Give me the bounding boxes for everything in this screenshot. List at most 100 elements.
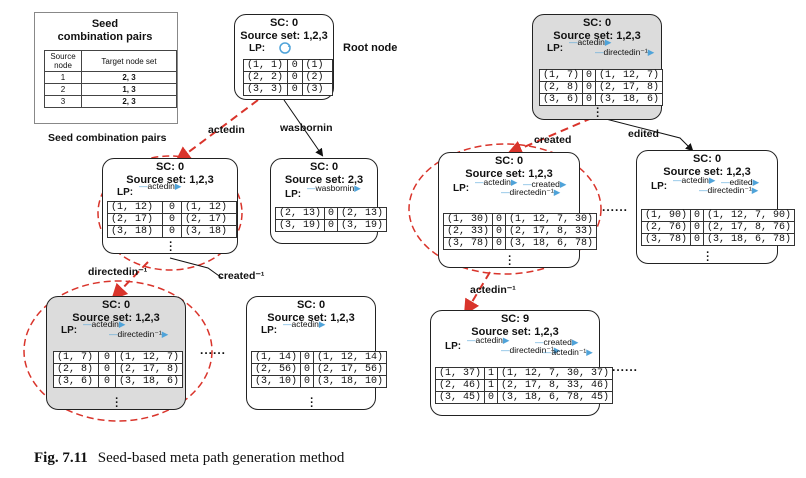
path-sequence: (2, 13) xyxy=(337,207,388,220)
path-count: 0 xyxy=(690,221,705,234)
path-sequence: (1) xyxy=(301,59,333,72)
edge-wasbornin xyxy=(283,99,324,157)
highlight-ellipse-created xyxy=(408,143,602,275)
path-row: (3, 19)0(3, 19) xyxy=(274,219,388,232)
path-row: (2, 56)0(2, 17, 56) xyxy=(250,363,388,376)
path-row: (1, 1)0(1) xyxy=(243,59,333,72)
lp-relation: —directedin⁻¹▶ xyxy=(501,187,561,197)
lp-relation: —actedin⁻¹▶ xyxy=(543,347,593,357)
path-row: (3, 45)0(3, 18, 6, 78, 45) xyxy=(434,391,614,404)
path-count: 1 xyxy=(484,379,499,392)
lp-relation: —created▶ xyxy=(535,337,579,347)
path-row: (2, 13)0(2, 13) xyxy=(274,207,388,220)
edge-label-created-inv: created⁻¹ xyxy=(218,270,265,282)
path-count: 0 xyxy=(690,233,705,246)
path-row: (1, 37)1(1, 12, 7, 30, 37) xyxy=(434,367,614,380)
path-sequence: (2, 17, 8, 33, 46) xyxy=(497,379,614,392)
path-table: (1, 14)0(1, 12, 14)(2, 56)0(2, 17, 56)(3… xyxy=(250,351,388,388)
path-sequence: (3, 18, 6, 78, 45) xyxy=(497,391,614,404)
edge-label-actedin: actedin xyxy=(208,124,245,136)
path-count: 0 xyxy=(582,69,597,82)
highlight-ellipse-actedin xyxy=(97,155,243,271)
path-row: (1, 30)0(1, 12, 7, 30) xyxy=(442,213,598,226)
path-pair: (1, 14) xyxy=(250,351,302,364)
edge-label-actedin-inv: actedin⁻¹ xyxy=(470,284,516,296)
path-sequence: (2, 17) xyxy=(181,213,237,226)
path-table: (1, 12)0(1, 12)(2, 17)0(2, 17)(3, 18)0(3… xyxy=(107,201,237,238)
path-row: (2, 8)0(2, 17, 8) xyxy=(53,363,184,376)
path-sequence: (3, 19) xyxy=(337,219,388,232)
path-table: (1, 90)0(1, 12, 7, 90)(2, 76)0(2, 17, 8,… xyxy=(640,209,796,246)
path-count: 0 xyxy=(484,391,499,404)
node-sc: SC: 0 xyxy=(101,299,131,311)
path-sequence: (2, 17, 8) xyxy=(595,81,664,94)
path-table: (1, 7)0(1, 12, 7)(2, 8)0(2, 17, 8)(3, 6)… xyxy=(53,351,184,388)
more-rows-indicator: ··· xyxy=(706,247,710,267)
path-count: 1 xyxy=(484,367,499,380)
path-sequence: (2) xyxy=(301,71,333,84)
path-sequence: (1, 12) xyxy=(181,201,237,214)
node-source-set: Source set: 1,2,3 xyxy=(267,312,355,324)
more-rows-indicator: ··· xyxy=(169,237,173,257)
path-count: 0 xyxy=(582,81,597,94)
path-count: 0 xyxy=(492,237,507,250)
path-pair: (2, 8) xyxy=(53,363,99,376)
lp-relation: —edited▶ xyxy=(721,177,760,187)
path-count: 0 xyxy=(300,351,315,364)
path-count: 0 xyxy=(287,71,303,84)
lp-relation: —wasbornin▶ xyxy=(307,183,361,193)
seed-target: 2, 3 xyxy=(81,95,177,108)
root-node-label: Root node xyxy=(343,42,398,54)
edge-actedin-inv xyxy=(463,271,491,316)
lp-relation: —actedin▶ xyxy=(569,37,612,47)
path-row: (1, 7)0(1, 12, 7) xyxy=(53,351,184,364)
path-row: (2, 17)0(2, 17) xyxy=(107,213,237,226)
figure-number: Fig. 7.11 xyxy=(34,450,88,466)
lp-relation: —actedin▶ xyxy=(283,319,326,329)
highlight-ellipse-directedin xyxy=(23,280,213,422)
node-lp-label: LP: xyxy=(117,187,134,198)
path-row: (1, 14)0(1, 12, 14) xyxy=(250,351,388,364)
path-row: (2, 76)0(2, 17, 8, 76) xyxy=(640,221,796,234)
path-count: 0 xyxy=(300,375,315,388)
path-row: (2, 8)0(2, 17, 8) xyxy=(538,81,664,94)
path-row: (3, 18)0(3, 18) xyxy=(107,225,237,238)
path-count: 0 xyxy=(287,83,303,96)
seed-panel xyxy=(34,12,178,124)
node-sc: SC: 0 xyxy=(155,161,185,173)
ellipsis-final: ...... xyxy=(612,360,639,374)
path-table: (2, 13)0(2, 13)(3, 19)0(3, 19) xyxy=(274,207,388,232)
path-pair: (3, 6) xyxy=(538,93,584,106)
path-pair: (2, 46) xyxy=(434,379,486,392)
node-lp-label: LP: xyxy=(445,341,462,352)
path-sequence: (1, 12, 14) xyxy=(313,351,388,364)
path-sequence: (3, 18) xyxy=(181,225,237,238)
path-row: (1, 12)0(1, 12) xyxy=(107,201,237,214)
path-row: (2, 2)0(2) xyxy=(243,71,333,84)
path-row: (1, 7)0(1, 12, 7) xyxy=(538,69,664,82)
path-pair: (1, 37) xyxy=(434,367,486,380)
path-count: 0 xyxy=(162,225,182,238)
node-lp-label: LP: xyxy=(285,189,302,200)
node-source-set: Source set: 1,2,3 xyxy=(663,166,751,178)
path-row: (2, 46)1(2, 17, 8, 33, 46) xyxy=(434,379,614,392)
path-pair: (3, 19) xyxy=(274,219,326,232)
path-sequence: (3, 18, 6) xyxy=(114,375,184,388)
path-pair: (3, 3) xyxy=(243,83,288,96)
node-sc: SC: 0 xyxy=(309,161,339,173)
path-pair: (1, 7) xyxy=(53,351,99,364)
edge-edited xyxy=(601,117,694,152)
path-count: 0 xyxy=(324,207,339,220)
path-table: (1, 7)0(1, 12, 7)(2, 8)0(2, 17, 8)(3, 6)… xyxy=(538,69,664,106)
path-row: (3, 78)0(3, 18, 6, 78) xyxy=(442,237,598,250)
path-count: 0 xyxy=(492,225,507,238)
seed-header-source: Source node xyxy=(44,50,82,72)
path-pair: (3, 78) xyxy=(442,237,494,250)
node-source-set: Source set: 2,3 xyxy=(284,174,364,186)
